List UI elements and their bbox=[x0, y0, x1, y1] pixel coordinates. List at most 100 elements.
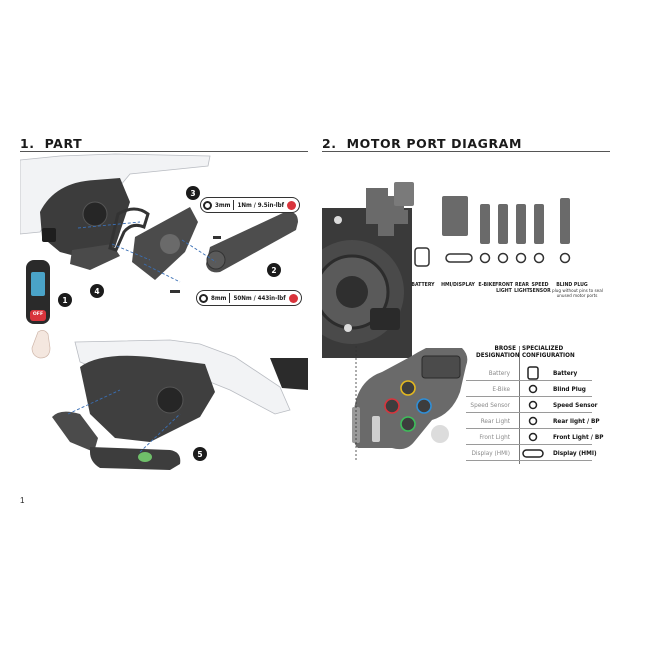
frontlight-face-icon bbox=[497, 252, 509, 264]
motor-bolt-bottom bbox=[344, 324, 352, 332]
skid-plate-left bbox=[52, 411, 98, 452]
hmi-plug-shape bbox=[442, 196, 468, 236]
motor-center bbox=[336, 276, 368, 308]
port-rear bbox=[384, 398, 400, 414]
port-top bbox=[42, 228, 56, 242]
table-divider bbox=[519, 346, 520, 464]
blind-plug-note-line1: plug without pins to seal bbox=[552, 289, 603, 294]
battery-face-icon bbox=[414, 247, 430, 267]
plug-label-front-light-line2: LIGHT bbox=[496, 288, 512, 294]
guide-lines-top bbox=[77, 221, 217, 283]
spec-row-battery: Battery bbox=[553, 369, 578, 377]
port-blind bbox=[431, 425, 449, 443]
row-rule bbox=[466, 428, 592, 429]
bolt-large bbox=[170, 290, 180, 293]
speed-plug-shape bbox=[534, 204, 544, 244]
frame-bottom-grip bbox=[270, 358, 308, 390]
frontlight-plug-shape bbox=[498, 204, 508, 244]
crank-arm bbox=[206, 211, 298, 273]
speed-face-icon bbox=[533, 252, 545, 264]
rearlight-face-icon bbox=[515, 252, 527, 264]
port-speed bbox=[416, 398, 432, 414]
config-icons bbox=[522, 366, 544, 458]
brose-row-front-light: Front Light bbox=[479, 433, 510, 441]
spec-row-rear-light: Rear light / BP bbox=[553, 417, 600, 425]
section-2-number: 2. bbox=[322, 136, 337, 151]
brose-row-rear-light: Rear Light bbox=[480, 417, 510, 425]
spec-row-display: Display (HMI) bbox=[553, 449, 597, 457]
spec-header-line1: SPECIALIZED bbox=[522, 345, 564, 352]
plug-label-ebike: E-BIKE bbox=[478, 282, 496, 288]
spec-header-line2: CONFIGURATION bbox=[522, 352, 575, 359]
finger bbox=[31, 330, 51, 359]
motor-bottom-hub bbox=[156, 386, 184, 414]
torque-small-size: 3mm bbox=[215, 201, 231, 209]
section-2-title: 2. MOTOR PORT DIAGRAM bbox=[322, 136, 522, 151]
port-battery bbox=[421, 355, 461, 379]
hex-key-icon bbox=[199, 293, 208, 303]
row-rule bbox=[466, 444, 592, 445]
port-ebike bbox=[400, 380, 416, 396]
remote-off-label: OFF bbox=[32, 312, 44, 317]
battery-config-icon bbox=[527, 366, 539, 380]
brose-header-line2: DESIGNATION bbox=[476, 352, 520, 359]
ebike-face-icon bbox=[479, 252, 491, 264]
divider bbox=[233, 200, 235, 210]
motor-bottom bbox=[80, 355, 215, 442]
row-rule bbox=[466, 396, 592, 397]
hmi-face-icon bbox=[445, 253, 473, 263]
section-1-rule bbox=[20, 151, 308, 152]
plug-label-front-light-line1: FRONT bbox=[495, 282, 513, 288]
remote-off-button bbox=[30, 310, 46, 321]
torque-spec-small: 3mm 1Nm / 9.5in-lbf bbox=[200, 197, 301, 213]
brose-row-speed-sensor: Speed Sensor bbox=[470, 401, 510, 409]
spec-row-blind-plug: Blind Plug bbox=[553, 385, 586, 393]
plug-label-rear-light-line2: LIGHT bbox=[514, 288, 530, 294]
plug-label-blind-plug: BLIND PLUG bbox=[556, 282, 588, 288]
torque-wrench-icon bbox=[287, 200, 297, 210]
skid-plate-top bbox=[70, 244, 120, 270]
row-rule bbox=[466, 380, 592, 381]
callout-3: 3 bbox=[186, 186, 200, 200]
brose-row-battery: Battery bbox=[488, 369, 510, 377]
crank-arm-end bbox=[206, 250, 226, 270]
port-front bbox=[400, 416, 416, 432]
skid-plate-right bbox=[90, 447, 181, 470]
section-1-title: 1. PART bbox=[20, 136, 82, 151]
torque-large-size: 8mm bbox=[211, 294, 227, 302]
port-display bbox=[372, 416, 380, 442]
brose-header: BROSE DESIGNATION bbox=[476, 345, 520, 359]
callout-2: 2 bbox=[267, 263, 281, 277]
blind-face-icon bbox=[559, 252, 571, 264]
rearlight-plug-shape bbox=[516, 204, 526, 244]
divider bbox=[229, 293, 231, 303]
part-illustration bbox=[20, 153, 308, 470]
rear-light-config-icon bbox=[528, 416, 538, 426]
blind-plug-note-line2: unused motor ports bbox=[556, 294, 598, 300]
section-2-label: MOTOR PORT DIAGRAM bbox=[346, 136, 522, 151]
skid-plate-tip bbox=[138, 452, 152, 462]
plug-label-speed-sensor-line1: SPEED bbox=[531, 282, 549, 288]
plug-label-speed-sensor-line2: SENSOR bbox=[529, 288, 551, 294]
remote-screen bbox=[31, 272, 45, 296]
motor-cover-hole bbox=[160, 234, 180, 254]
spec-header: SPECIALIZED CONFIGURATION bbox=[522, 345, 575, 359]
port-left-tab bbox=[352, 407, 360, 443]
brose-header-line1: BROSE bbox=[494, 345, 516, 352]
hex-key-icon bbox=[203, 200, 212, 210]
guide-lines-bottom bbox=[67, 389, 181, 453]
blind-plug-shape bbox=[560, 198, 570, 244]
blind-plug-config-icon bbox=[528, 384, 538, 394]
bracket bbox=[108, 207, 150, 252]
section-1-number: 1. bbox=[20, 136, 35, 151]
section-2-rule bbox=[322, 151, 610, 152]
ebike-plug-shape bbox=[480, 204, 490, 244]
row-rule bbox=[466, 412, 592, 413]
speed-sensor-config-icon bbox=[528, 400, 538, 410]
plug-label-rear-light-line1: REAR bbox=[515, 282, 529, 288]
plug-label-rear-light: REAR LIGHT bbox=[512, 282, 532, 294]
section-1-label: PART bbox=[44, 136, 83, 151]
display-config-icon bbox=[522, 449, 544, 458]
brose-row-ebike: E-Bike bbox=[492, 385, 510, 393]
plug-label-battery: BATTERY bbox=[411, 282, 435, 288]
